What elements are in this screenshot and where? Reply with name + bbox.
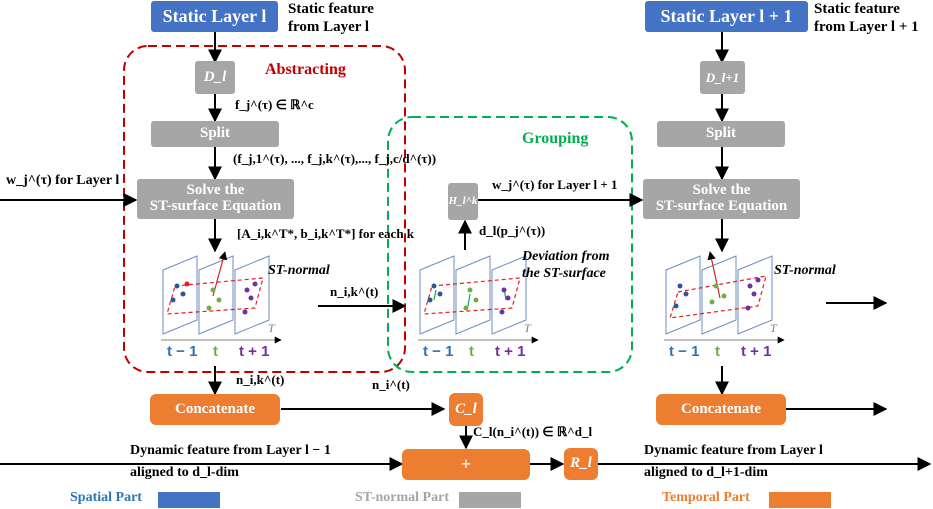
st-normal-label-left: ST-normal <box>268 263 330 278</box>
dyn-out-label-2: aligned to d_l+1-dim <box>644 465 768 480</box>
C-l-box: C_l <box>449 393 483 426</box>
split-box-right: Split <box>657 121 785 147</box>
static-feature-note-l1-2: from Layer l + 1 <box>814 19 919 35</box>
solve-st-surface-box-right: Solve the ST-surface Equation <box>643 179 800 219</box>
w-output-label: w_j^(τ) for Layer l + 1 <box>492 177 618 192</box>
abstracting-region <box>123 45 406 373</box>
d-label: d_l(p_j^(τ)) <box>479 223 546 238</box>
time-axis-left: T <box>268 321 275 335</box>
dyn-in-label-1: Dynamic feature from Layer l − 1 <box>130 443 331 458</box>
st-panels-right <box>664 251 785 344</box>
f-label: f_j^(τ) ∈ ℝ^c <box>235 97 314 112</box>
n-ik-label-left: n_i,k^(t) <box>236 372 285 387</box>
time-cur-right: t <box>715 343 720 360</box>
time-cur-left: t <box>213 343 218 360</box>
time-prev-left: t − 1 <box>167 343 198 360</box>
split-box: Split <box>151 121 279 147</box>
concatenate-box-right: Concatenate <box>656 394 786 425</box>
legend-temporal-swatch <box>769 492 831 508</box>
abstracting-title: Abstracting <box>265 61 346 78</box>
legend-spatial-label: Spatial Part <box>70 490 142 505</box>
w-input-label: w_j^(τ) for Layer l <box>6 173 120 188</box>
split-output-label: (f_j,1^(τ), ..., f_j,k^(τ),..., f_j,c/d^… <box>233 151 437 166</box>
grouping-region <box>387 116 633 373</box>
n-i-label: n_i^(t) <box>372 377 410 392</box>
time-prev-right: t − 1 <box>669 343 700 360</box>
concatenate-box-left: Concatenate <box>150 394 280 425</box>
static-feature-note-l1-1: Static feature <box>814 1 900 17</box>
time-next-left: t + 1 <box>239 343 270 360</box>
D-l1-box: D_l+1 <box>700 61 745 94</box>
R-l-box: R_l <box>564 448 598 480</box>
time-cur-middle: t <box>469 343 474 360</box>
st-panels-middle <box>418 255 539 344</box>
dyn-out-label-1: Dynamic feature from Layer l <box>644 443 823 458</box>
solve-st-surface-box: Solve the ST-surface Equation <box>137 179 294 219</box>
time-axis-middle: T <box>524 321 531 335</box>
coeff-label: [A_i,k^T*, b_i,k^T*] for each k <box>237 226 415 241</box>
static-feature-note-l-2: from Layer l <box>288 19 370 35</box>
time-axis-right: T <box>770 321 777 335</box>
st-normal-label-right: ST-normal <box>774 263 836 278</box>
static-feature-note-l-1: Static feature <box>288 1 374 17</box>
static-layer-l-box: Static Layer l <box>151 1 278 32</box>
D-l-box: D_l <box>195 61 235 94</box>
legend-st-normal-label: ST-normal Part <box>355 490 449 505</box>
time-next-middle: t + 1 <box>495 343 526 360</box>
C-output-label: C_l(n_i^(t)) ∈ ℝ^d_l <box>473 424 593 439</box>
legend-spatial-swatch <box>158 492 220 508</box>
deviation-label-2: the ST-surface <box>522 266 606 281</box>
legend-st-normal-swatch <box>459 492 521 508</box>
legend-temporal-label: Temporal Part <box>662 490 750 505</box>
grouping-title: Grouping <box>522 130 589 147</box>
st-panels-left <box>161 251 282 344</box>
time-next-right: t + 1 <box>741 343 772 360</box>
static-layer-l1-box: Static Layer l + 1 <box>645 1 808 32</box>
plus-box: + <box>402 449 530 480</box>
dyn-in-label-2: aligned to d_l-dim <box>130 465 239 480</box>
n-ik-mid-label: n_i,k^(t) <box>330 284 379 299</box>
H-l-k-box: H_l^k <box>448 183 478 220</box>
deviation-label-1: Deviation from <box>522 249 610 264</box>
time-prev-middle: t − 1 <box>423 343 454 360</box>
